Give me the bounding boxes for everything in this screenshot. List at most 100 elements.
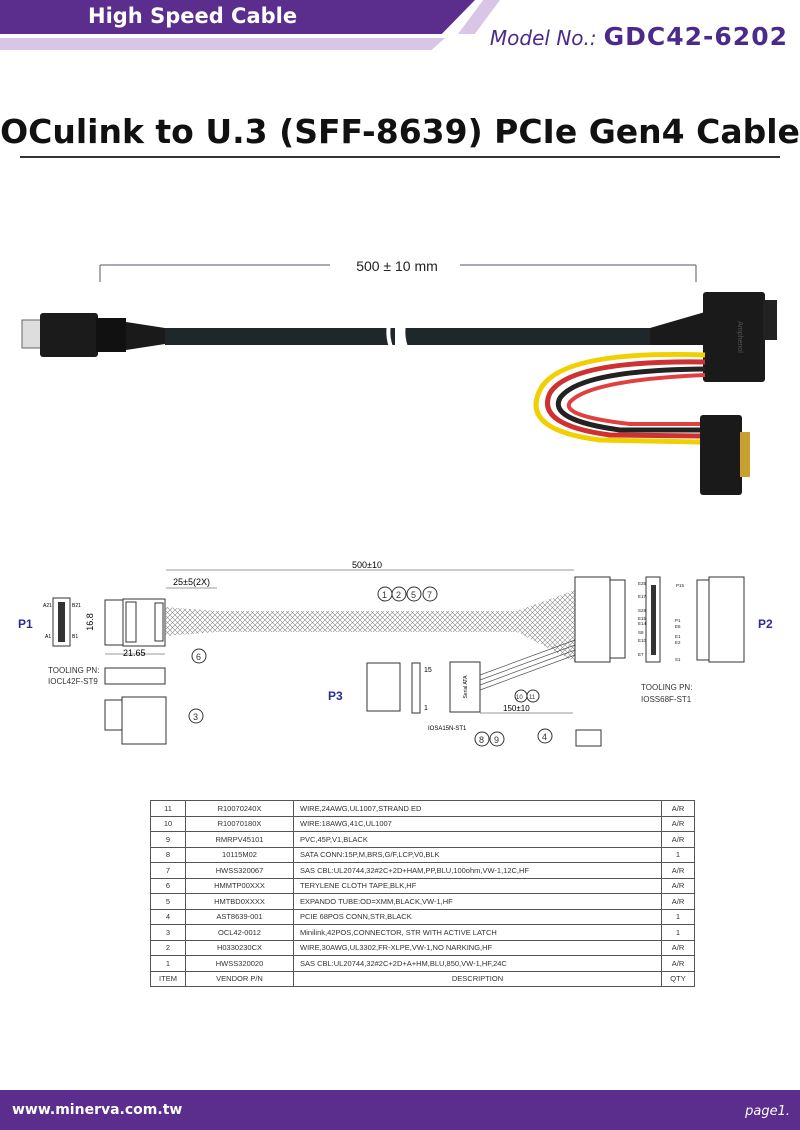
item-cell: 1 <box>150 955 186 972</box>
header-band <box>0 38 445 50</box>
qty-cell: A/R <box>661 893 695 910</box>
category-title: High Speed Cable <box>88 4 298 28</box>
qty-cell: QTY <box>661 970 695 987</box>
vendor-pn-cell: R10070180X <box>185 815 294 832</box>
description-cell: WIRE,30AWG,UL3302,FR-XLPE,VW-1,NO NARKIN… <box>293 939 662 956</box>
callout: 2 <box>396 590 401 600</box>
description-cell: PVC,45P,V1,BLACK <box>293 831 662 848</box>
item-cell: 9 <box>150 831 186 848</box>
pin-label: B1 <box>72 634 78 640</box>
pin-label: S8 <box>638 630 644 635</box>
tooling-p1: IOCL42F-ST9 <box>48 677 98 686</box>
description-cell: TERYLENE CLOTH TAPE,BLK,HF <box>293 877 662 894</box>
total-length: 500±10 <box>352 560 382 570</box>
callout: 1 <box>382 590 387 600</box>
item-cell: ITEM <box>150 970 186 987</box>
pin-label: E2 <box>675 640 681 645</box>
page-number: page1. <box>745 1104 790 1119</box>
qty-cell: A/R <box>661 955 695 972</box>
qty-cell: 1 <box>661 924 695 941</box>
vendor-pn-cell: HMTBD0XXXX <box>185 893 294 910</box>
pin-label: 1 <box>424 705 428 712</box>
width-dimension: 21.65 <box>123 648 146 658</box>
pin-label: S1 <box>675 657 681 662</box>
description-cell: WIRE,24AWG,UL1007,STRAND ED <box>293 800 662 817</box>
callout: 9 <box>494 735 499 745</box>
pin-label: S28 <box>638 608 647 613</box>
model-number: Model No.: GDC42-6202 <box>490 22 788 51</box>
pin-label: E17 <box>638 594 647 599</box>
description-cell: WIRE:18AWG,41C,UL1007 <box>293 815 662 832</box>
vendor-pn-cell: 10115M02 <box>185 846 294 863</box>
item-cell: 4 <box>150 908 186 925</box>
vendor-pn-cell: R10070240X <box>185 800 294 817</box>
pin-label: B21 <box>72 603 81 609</box>
height-dimension: 16.8 <box>85 613 95 631</box>
callout: 5 <box>411 590 416 600</box>
callout: 7 <box>427 590 432 600</box>
model-value: GDC42-6202 <box>603 22 788 51</box>
footer-bar: www.minerva.com.tw page1. <box>0 1090 800 1130</box>
description-cell: SAS CBL:UL20744,32#2C+2D+A+HM,BLU,850,VW… <box>293 955 662 972</box>
pin-label: E1 <box>675 634 681 639</box>
qty-cell: 1 <box>661 908 695 925</box>
callout: 8 <box>479 735 484 745</box>
sata-marking: Serial ATA <box>463 675 469 699</box>
website-link[interactable]: www.minerva.com.tw <box>12 1102 183 1118</box>
p3-label: P3 <box>328 689 343 703</box>
callout: 6 <box>196 652 201 662</box>
vendor-pn-cell: H0330230CX <box>185 939 294 956</box>
p2-label: P2 <box>758 617 773 631</box>
tooling-label: TOOLING PN: <box>48 666 99 675</box>
length-label: 500 ± 10 mm <box>356 258 438 274</box>
pin-label: E10 <box>638 638 647 643</box>
vendor-pn-cell: HWSS320020 <box>185 955 294 972</box>
description-cell: SATA CONN:15P,M,BRS,G/F,LCP,V0,BLK <box>293 846 662 863</box>
item-cell: 2 <box>150 939 186 956</box>
vendor-pn-cell: AST8639-001 <box>185 908 294 925</box>
qty-cell: A/R <box>661 815 695 832</box>
description-cell: EXPANDO TUBE:OD=XMM,BLACK,VW-1,HF <box>293 893 662 910</box>
description-cell: DESCRIPTION <box>293 970 662 987</box>
callout: 3 <box>193 712 198 722</box>
tooling-p3: IOSA15N-ST1 <box>428 726 467 732</box>
qty-cell: A/R <box>661 939 695 956</box>
item-cell: 5 <box>150 893 186 910</box>
item-cell: 8 <box>150 846 186 863</box>
pin-label: E7 <box>638 652 644 657</box>
pin-label: E6 <box>675 624 681 629</box>
qty-cell: 1 <box>661 846 695 863</box>
pin-label: E15 <box>638 616 647 621</box>
callout: 4 <box>542 732 547 742</box>
vendor-pn-cell: RMRPV45101 <box>185 831 294 848</box>
pin-label: P1 <box>675 618 681 623</box>
item-cell: 11 <box>150 800 186 817</box>
pin-label: E14 <box>638 621 647 626</box>
title-divider <box>20 156 780 158</box>
qty-cell: A/R <box>661 877 695 894</box>
vendor-pn-cell: OCL42-0012 <box>185 924 294 941</box>
description-cell: SAS CBL:UL20744,32#2C+2D+HAM,PP,BLU,100o… <box>293 862 662 879</box>
header-bar <box>0 0 475 34</box>
vendor-pn-cell: VENDOR P/N <box>185 970 294 987</box>
model-label: Model No.: <box>489 26 597 50</box>
pin-label: A21 <box>43 603 52 609</box>
pin-label: P15 <box>676 583 685 588</box>
qty-cell: A/R <box>661 831 695 848</box>
branch-length: 150±10 <box>503 704 530 713</box>
item-cell: 6 <box>150 877 186 894</box>
tooling-label: TOOLING PN: <box>641 683 692 692</box>
page-title: OCulink to U.3 (SFF-8639) PCIe Gen4 Cabl… <box>0 112 800 151</box>
